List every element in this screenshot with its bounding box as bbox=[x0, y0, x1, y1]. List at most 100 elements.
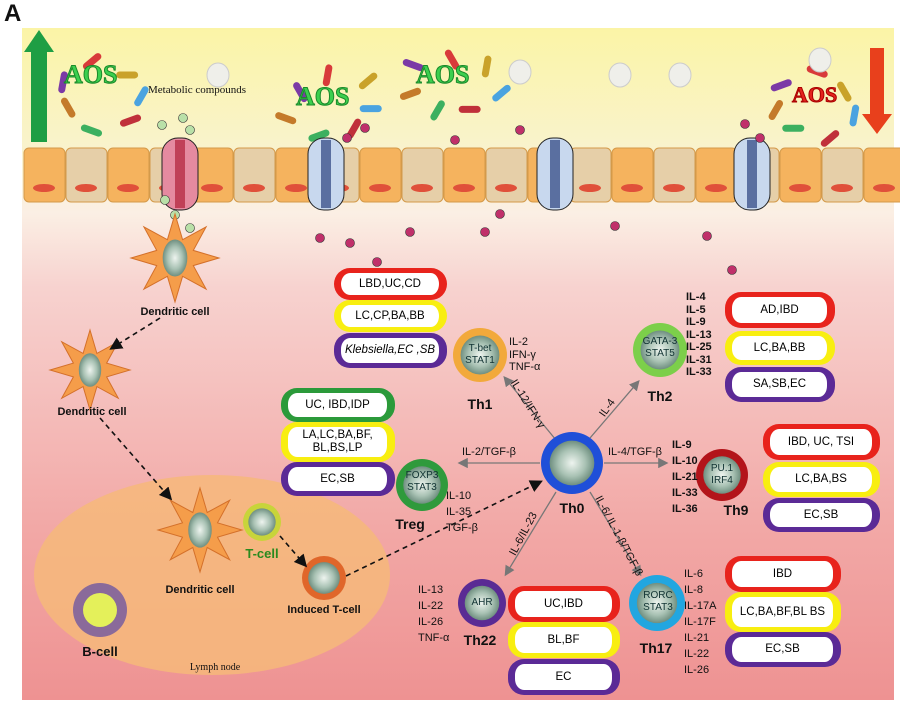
cytokine: IL-26 bbox=[684, 664, 710, 676]
dendritic-cell-nucleus bbox=[162, 239, 188, 277]
bacterium-icon bbox=[359, 105, 382, 113]
th17-disease-box: IBD bbox=[725, 556, 841, 592]
th1-bacteria-box: LC,CP,BA,BB bbox=[334, 300, 447, 332]
th1-cell-core bbox=[460, 335, 500, 375]
cytokine: IL-21 bbox=[684, 632, 710, 644]
cytokine: TNF-α bbox=[418, 632, 450, 644]
bacterium-icon bbox=[58, 71, 68, 94]
dendritic-cell-label-3: Dendritic cell bbox=[165, 584, 235, 596]
nucleus bbox=[369, 184, 391, 192]
aos-label-3: AOS bbox=[415, 60, 470, 90]
epithelial-cell bbox=[443, 147, 486, 203]
th17-pathogen-box: EC,SB bbox=[725, 632, 841, 667]
molecule-icon bbox=[345, 238, 355, 248]
cytokine: TNF-α bbox=[509, 361, 541, 373]
nucleus bbox=[579, 184, 601, 192]
cytokine: IL-10 bbox=[672, 455, 698, 467]
cytokine: IL-13 bbox=[686, 328, 712, 341]
cytokine: IL-13 bbox=[418, 584, 444, 596]
dashed-arrow bbox=[109, 317, 161, 350]
molecule-icon bbox=[360, 123, 370, 133]
epithelial-cell bbox=[65, 147, 108, 203]
nucleus bbox=[621, 184, 643, 192]
cytokine: IL-17F bbox=[684, 616, 716, 628]
nucleus bbox=[663, 184, 685, 192]
metabolite-icon bbox=[808, 47, 832, 73]
cytokine: IL-8 bbox=[684, 584, 703, 596]
th22-pathogen-box: EC bbox=[508, 659, 620, 695]
tf-pu1: PU.1 bbox=[710, 463, 734, 474]
differentiation-arrow bbox=[503, 375, 557, 441]
bacterium-icon bbox=[322, 64, 333, 87]
channel-pore bbox=[550, 140, 560, 208]
epithelial-cell bbox=[23, 147, 66, 203]
bacterium-icon bbox=[849, 104, 860, 127]
bacterium-icon bbox=[134, 86, 149, 107]
channel-pore bbox=[175, 140, 185, 208]
epithelial-cell bbox=[569, 147, 612, 203]
bacterium-icon bbox=[275, 112, 297, 125]
bacterium-icon bbox=[770, 79, 792, 92]
cytokine: IL-6 bbox=[684, 568, 703, 580]
th2-bacteria-box: LC,BA,BB bbox=[725, 331, 835, 365]
tf-irf4: IRF4 bbox=[711, 475, 733, 486]
nucleus bbox=[831, 184, 853, 192]
bacterium-icon bbox=[768, 100, 784, 120]
treg-pathogen-box: EC,SB bbox=[281, 462, 395, 496]
dendritic-cell-label-2: Dendritic cell bbox=[57, 406, 127, 418]
cytokine: IL-4 bbox=[686, 291, 706, 303]
cytokine: IL-22 bbox=[684, 648, 710, 660]
increase-arrow-head-icon bbox=[24, 30, 54, 52]
th2-pathogen-box: SA,SB,EC bbox=[725, 367, 835, 402]
dashed-arrow bbox=[279, 535, 308, 568]
epithelial-cell bbox=[695, 147, 738, 203]
bacterium-icon bbox=[820, 130, 840, 147]
cytokine: IL-35 bbox=[446, 506, 472, 518]
molecule-icon bbox=[315, 233, 325, 243]
nucleus bbox=[117, 184, 139, 192]
bacterium-icon bbox=[80, 124, 103, 137]
cytokine: IL-17A bbox=[684, 600, 717, 612]
lymph-node bbox=[34, 475, 390, 675]
treg-label: Treg bbox=[395, 516, 425, 532]
th2-label: Th2 bbox=[647, 388, 673, 404]
th2-disease-box: AD,IBD bbox=[725, 292, 835, 328]
dendritic-cell-nucleus bbox=[188, 512, 212, 548]
tf-gata3: GATA-3 bbox=[642, 336, 678, 347]
th9-disease-box: IBD, UC, TSI bbox=[763, 424, 880, 460]
cytokine: IL-36 bbox=[672, 503, 698, 515]
bacterium-icon bbox=[492, 84, 511, 102]
molecule-icon bbox=[515, 125, 525, 135]
molecule-icon bbox=[185, 125, 195, 135]
channel-pore bbox=[747, 140, 757, 208]
epithelial-cell bbox=[107, 147, 150, 203]
treg-bacteria-box: LA,LC,BA,BF, BL,BS,LP bbox=[281, 422, 395, 462]
nucleus bbox=[285, 184, 307, 192]
cytokine: IL-26 bbox=[418, 616, 444, 628]
molecule-icon bbox=[755, 133, 765, 143]
epithelial-cell bbox=[821, 147, 864, 203]
th17-label: Th17 bbox=[639, 640, 673, 656]
molecule-icon bbox=[610, 221, 620, 231]
molecule-icon bbox=[157, 120, 167, 130]
molecule-icon bbox=[372, 257, 382, 267]
treg-arrow-label: IL-2/TGF-β bbox=[462, 446, 516, 458]
th9-cell-core bbox=[703, 456, 741, 494]
molecule-icon bbox=[160, 195, 170, 205]
molecule-icon bbox=[185, 223, 195, 233]
cytokine: IFN-γ bbox=[509, 348, 536, 361]
molecule-icon bbox=[405, 227, 415, 237]
tf-tbet: T-bet bbox=[468, 343, 492, 354]
th2-cell-core bbox=[640, 330, 680, 370]
lymph-node-label: Lymph node bbox=[189, 662, 241, 673]
metabolite-icon bbox=[668, 62, 692, 88]
differentiation-arrow bbox=[589, 491, 642, 577]
treg-cell-core bbox=[403, 466, 441, 504]
